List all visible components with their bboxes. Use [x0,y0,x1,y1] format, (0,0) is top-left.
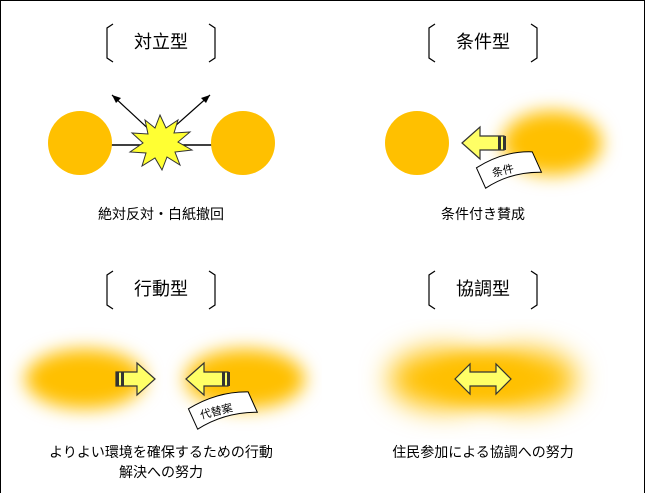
panel-title: 協調型 [456,279,510,300]
title-box-conditional: 条件型 [427,22,539,64]
panel-caption: 住民参加による協調への努力 [392,445,574,461]
panel-caption-line2: 解決への努力 [119,465,203,481]
conditional-illustration: 条件 [385,111,602,189]
panel-cooperation: 協調型 住民参加による協調への努力 [322,247,644,493]
blurred-party-b [185,349,305,409]
title-box-confrontation: 対立型 [105,22,217,64]
title-box-action: 行動型 [105,269,217,311]
panel-action: 行動型 代替案 よりよい環境を確保するための行動 解決への努力 [0,247,322,493]
panel-title: 条件型 [456,32,510,53]
party-b-circle [211,111,275,175]
panel-caption-line1: よりよい環境を確保するための行動 [49,445,273,461]
panel-title: 対立型 [134,32,188,53]
panel-title: 行動型 [134,279,188,300]
panel-caption: 条件付き賛成 [441,207,525,223]
cooperation-illustration [389,349,577,409]
action-illustration: 代替案 [25,349,305,430]
arrow-right-icon [115,361,156,397]
condition-tag: 条件 [475,151,543,189]
title-box-cooperation: 協調型 [427,269,539,311]
panel-caption: 絶対反対・白紙撤回 [98,207,224,223]
clash-burst [128,113,194,172]
panel-conditional: 条件型 条件 条件付き賛成 [322,0,644,246]
arrow-left-icon [461,125,506,161]
blurred-party-a [25,349,145,409]
party-a-circle [385,111,449,175]
condition-tag-label: 条件 [491,161,516,180]
arrow-left-icon [185,361,230,397]
confrontation-illustration [48,94,275,175]
double-arrow-icon [454,362,512,396]
party-a-circle [48,111,112,175]
alternative-tag: 代替案 [187,391,259,430]
panel-confrontation: 対立型 絶対反対・白紙撤回 [0,0,322,246]
